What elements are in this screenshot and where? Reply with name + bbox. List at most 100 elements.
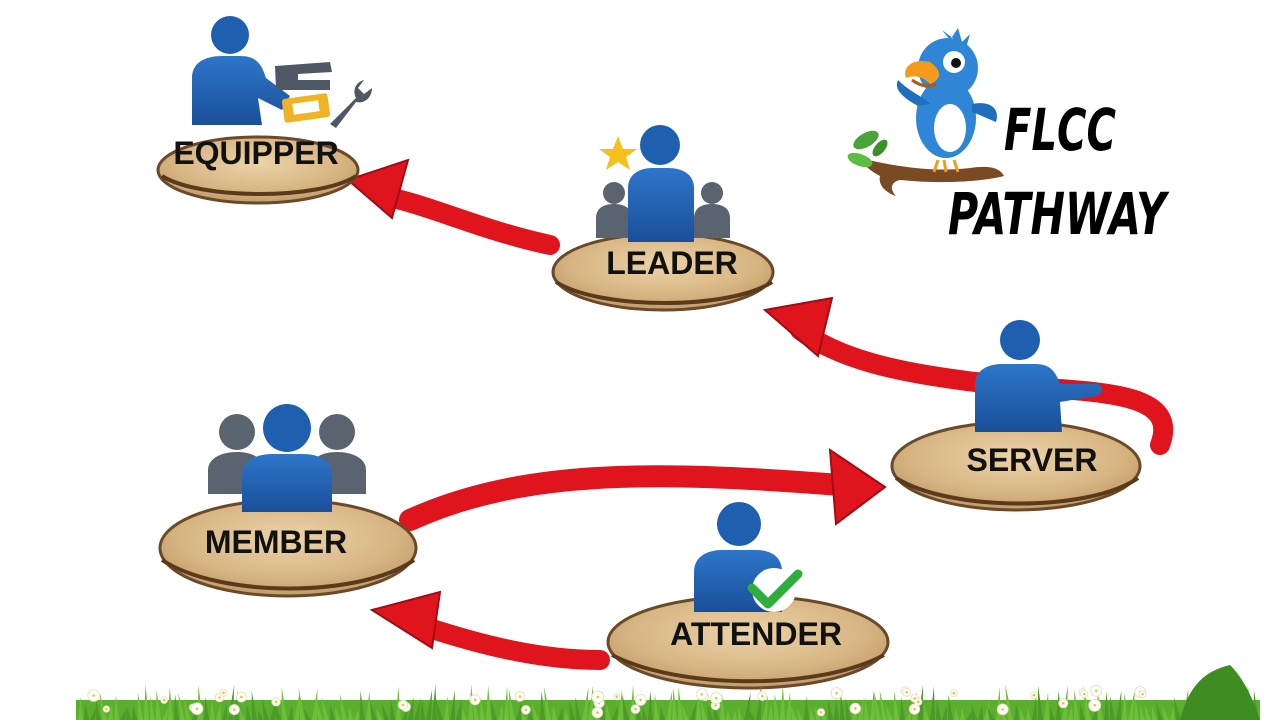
grass-blade	[672, 687, 677, 720]
grass-blade	[924, 704, 929, 720]
grass-blade	[930, 686, 935, 720]
daisy-center	[1141, 693, 1144, 696]
leader-with-star-icon	[596, 125, 730, 242]
grass-blade	[1038, 685, 1043, 720]
grass-blade	[552, 704, 557, 720]
daisy-center	[218, 696, 221, 699]
grass-blade	[588, 685, 594, 720]
grass-blade	[210, 698, 215, 720]
daisy-center	[105, 707, 108, 711]
grass-blade	[298, 688, 305, 720]
daisy-center	[639, 698, 642, 702]
grass-blade	[490, 699, 497, 720]
grass-blade	[390, 698, 395, 720]
daisy-center	[596, 695, 600, 699]
grass-blade	[402, 706, 408, 720]
grass-blade	[162, 707, 169, 720]
stage-label-member: MEMBER	[205, 524, 347, 560]
grass-blade	[251, 690, 257, 720]
grass-blade	[1019, 706, 1025, 720]
daisy-center	[162, 698, 166, 702]
grass-blade	[258, 709, 263, 720]
grass-blade	[312, 688, 318, 720]
grass-blade	[261, 698, 269, 720]
daisy-center	[1094, 689, 1098, 693]
daisy-center	[1032, 693, 1036, 697]
grass-blade	[987, 706, 995, 720]
arrow-attender-to-member	[410, 615, 610, 670]
grass-blade	[738, 707, 743, 720]
grass-blade	[132, 705, 137, 720]
grass-blade	[1128, 689, 1135, 720]
grass-blade	[612, 705, 619, 720]
grass-blade	[288, 705, 293, 720]
grass-blade	[642, 706, 647, 720]
grass-blade	[531, 701, 539, 720]
grass-blade	[1005, 684, 1013, 720]
grass-blade	[1122, 692, 1127, 720]
grass-blade	[420, 699, 425, 720]
grass-blade	[183, 698, 191, 720]
grass-blade	[498, 703, 503, 720]
grass-blade	[1140, 706, 1145, 720]
grass-blade	[369, 700, 377, 720]
stage-label-equipper: EQUIPPER	[173, 135, 338, 171]
grass-blade	[660, 706, 665, 720]
grass-blade	[381, 702, 389, 720]
grass-blade	[1104, 691, 1109, 720]
arrow-member-to-server	[399, 465, 851, 531]
grass-blade	[303, 707, 311, 720]
grass-blade	[126, 706, 131, 720]
grass-blade	[462, 708, 467, 720]
grass-blade	[1032, 695, 1037, 720]
grass-blade	[1161, 705, 1169, 720]
grass-blade	[774, 693, 779, 720]
stage-label-leader: LEADER	[606, 245, 738, 281]
grass-blade	[700, 697, 707, 720]
arrowhead-member	[369, 590, 442, 650]
grass-blade	[150, 695, 155, 720]
grass-blade	[274, 697, 281, 720]
grass-blade	[360, 690, 365, 720]
checkmark-icon	[747, 569, 803, 609]
grass-blade	[480, 696, 485, 720]
grass-blade	[270, 698, 276, 720]
grass-blade	[978, 703, 983, 720]
stone-leader	[551, 232, 775, 312]
daisy-center	[222, 691, 225, 695]
daisy-center	[518, 695, 522, 698]
daisy-center	[524, 708, 528, 712]
grass-blade	[870, 689, 875, 720]
grass-blade	[790, 703, 797, 720]
grass-blade	[1050, 706, 1055, 720]
grass-blade	[84, 703, 89, 720]
grass-blade	[885, 702, 893, 720]
grass-blade	[726, 709, 731, 720]
grass-blade	[1044, 692, 1049, 720]
grass-blade	[1144, 703, 1151, 720]
grass-blade	[582, 686, 589, 720]
grass-blade	[984, 699, 990, 720]
grass-blade	[622, 694, 629, 720]
grass-blade	[1134, 697, 1139, 720]
server-person-icon	[975, 320, 1102, 432]
daisy-center	[233, 708, 236, 711]
grass-blade	[472, 692, 479, 720]
grass-blade	[845, 697, 851, 720]
grass-blade	[618, 689, 623, 720]
grass-blade	[144, 684, 149, 720]
grass-blade	[156, 689, 161, 720]
grass-blade	[1074, 689, 1079, 720]
daisy-center	[854, 707, 857, 710]
grass-blade	[108, 703, 113, 720]
grass-blade	[747, 705, 755, 720]
grass-blade	[654, 694, 659, 720]
grass-blade	[168, 687, 173, 720]
grass-blade	[114, 695, 119, 720]
grass-blade	[954, 707, 959, 720]
grass-blade	[516, 699, 522, 720]
grass-blade	[1068, 705, 1073, 720]
arrowhead-leader	[762, 296, 834, 358]
grass-blade	[732, 709, 737, 720]
grass-blade	[797, 708, 803, 720]
